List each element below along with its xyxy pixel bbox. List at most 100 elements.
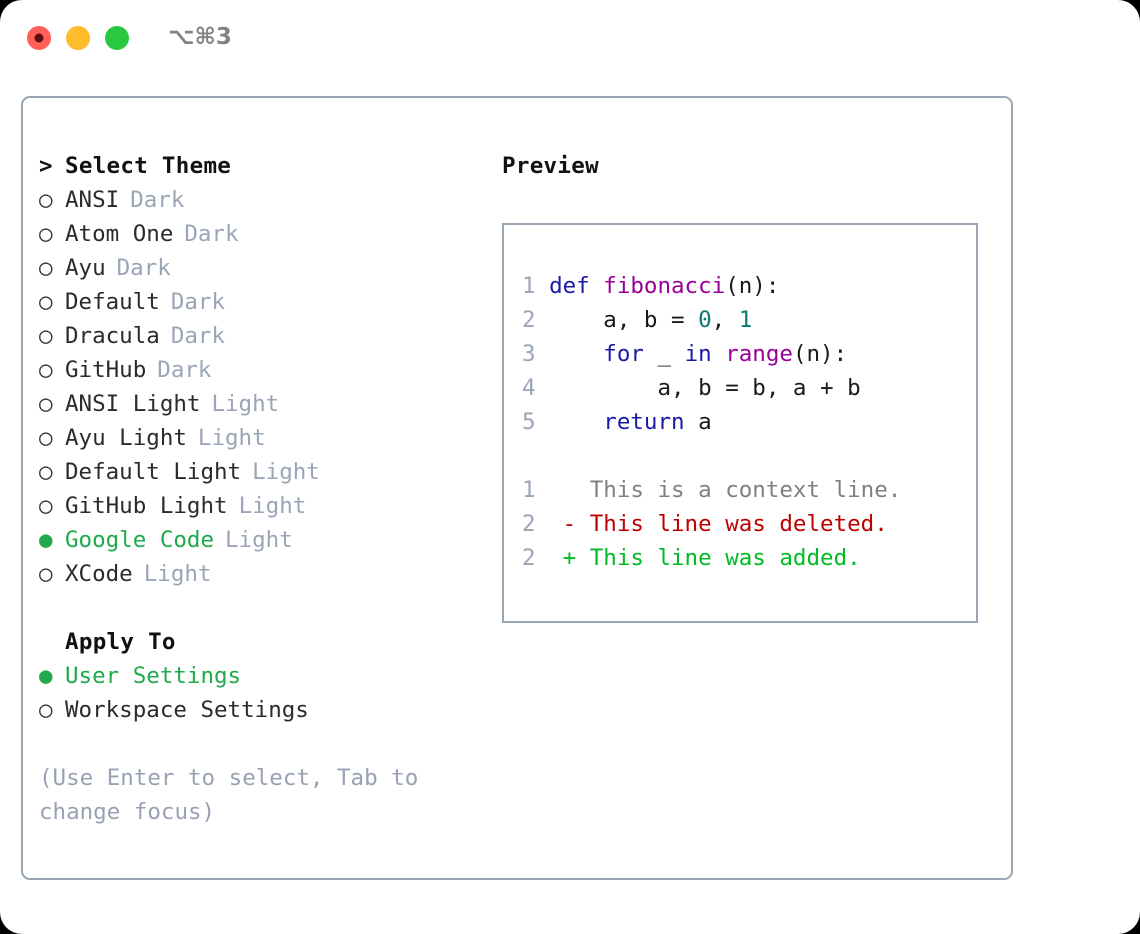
theme-list-item[interactable]: ○ GitHub Dark <box>39 353 491 387</box>
radio-selected-icon[interactable]: ● <box>39 527 53 553</box>
line-number: 4 <box>522 375 550 401</box>
theme-list-item[interactable]: ● Google Code Light <box>39 523 491 557</box>
theme-name: GitHub <box>65 357 147 383</box>
code-line: 3 for _ in range(n): <box>522 337 976 371</box>
theme-kind-label: Dark <box>116 255 171 281</box>
code-token: return <box>603 409 685 435</box>
theme-name: Atom One <box>65 221 174 247</box>
code-line: 2 a, b = 0, 1 <box>522 303 976 337</box>
line-number: 5 <box>522 409 550 435</box>
code-token: 0 <box>698 307 712 333</box>
apply-to-option[interactable]: ○ Workspace Settings <box>39 693 491 727</box>
theme-kind-label: Dark <box>130 187 185 213</box>
theme-list-item[interactable]: ○ Default Dark <box>39 285 491 319</box>
code-token <box>549 409 603 435</box>
radio-unselected-icon[interactable]: ○ <box>39 493 53 519</box>
apply-to-option[interactable]: ● User Settings <box>39 659 491 693</box>
theme-kind-label: Dark <box>157 357 212 383</box>
code-token <box>712 341 726 367</box>
line-number: 2 <box>522 545 563 571</box>
window-titlebar: ⌥⌘3 <box>0 0 1140 78</box>
theme-kind-label: Dark <box>170 323 226 349</box>
preview-gap <box>522 439 976 473</box>
apply-to-option-label: User Settings <box>65 663 242 689</box>
keyboard-hint-text: (Use Enter to select, Tab to change focu… <box>39 765 432 825</box>
theme-kind-label: Light <box>197 425 266 451</box>
theme-kind-label: Dark <box>170 289 226 315</box>
code-token: a, b = b, a + b <box>549 375 861 401</box>
select-theme-heading: >Select Theme <box>39 149 491 183</box>
theme-kind-label: Light <box>211 391 280 417</box>
radio-unselected-icon[interactable]: ○ <box>39 425 53 451</box>
radio-unselected-icon[interactable]: ○ <box>39 391 53 417</box>
theme-kind-label: Dark <box>184 221 239 247</box>
theme-list-item[interactable]: ○ Ayu Light Light <box>39 421 491 455</box>
radio-unselected-icon[interactable]: ○ <box>39 323 53 349</box>
apply-to-heading-label: Apply To <box>65 629 176 655</box>
line-number: 1 <box>522 273 550 299</box>
radio-unselected-icon[interactable]: ○ <box>39 459 53 485</box>
theme-kind-label: Light <box>225 527 293 553</box>
radio-unselected-icon[interactable]: ○ <box>39 289 53 315</box>
preview-title: Preview <box>502 153 599 179</box>
radio-unselected-icon[interactable]: ○ <box>39 561 53 587</box>
theme-list-item[interactable]: ○ Atom One Dark <box>39 217 491 251</box>
code-token: (n): <box>725 273 780 299</box>
theme-list-item[interactable]: ○ Default Light Light <box>39 455 491 489</box>
preview-column: Preview 1 def fibonacci(n):2 a, b = 0, 1… <box>502 149 992 623</box>
code-token: , <box>711 307 739 333</box>
minimize-button[interactable] <box>66 26 90 50</box>
theme-name: Google Code <box>65 527 215 553</box>
code-line: 5 return a <box>522 405 976 439</box>
theme-list-item[interactable]: ○ ANSI Light Light <box>39 387 491 421</box>
theme-name: ANSI Light <box>65 391 201 417</box>
traffic-light-group <box>27 26 129 50</box>
diff-text: + This line was added. <box>562 545 861 571</box>
maximize-button[interactable] <box>105 26 129 50</box>
theme-name: XCode <box>65 561 133 587</box>
code-line: 1 def fibonacci(n): <box>522 269 976 303</box>
radio-unselected-icon[interactable]: ○ <box>39 255 53 281</box>
theme-name: Ayu Light <box>65 425 187 451</box>
radio-unselected-icon[interactable]: ○ <box>39 221 53 247</box>
apply-to-marker-spacer <box>39 625 65 659</box>
diff-line: 2 + This line was added. <box>522 541 976 575</box>
apply-to-option-label: Workspace Settings <box>65 697 309 723</box>
code-token: 1 <box>738 307 753 333</box>
theme-list-item[interactable]: ○ Dracula Dark <box>39 319 491 353</box>
keyboard-shortcut-label: ⌥⌘3 <box>168 24 232 50</box>
theme-name: Default <box>65 289 160 315</box>
theme-kind-label: Light <box>252 459 320 485</box>
close-button[interactable] <box>27 26 51 50</box>
code-token: _ <box>643 341 685 367</box>
apply-to-heading: Apply To <box>39 625 491 659</box>
code-token: def <box>549 273 604 299</box>
diff-text: - This line was deleted. <box>562 511 888 537</box>
code-token: range <box>725 341 793 367</box>
code-token: for <box>603 341 644 367</box>
radio-unselected-icon[interactable]: ○ <box>39 187 53 213</box>
line-number: 1 <box>522 477 563 503</box>
code-token: (n): <box>792 341 848 367</box>
code-token: in <box>684 341 712 367</box>
diff-text: This is a context line. <box>562 477 902 503</box>
apply-to-list: ● User Settings ○ Workspace Settings <box>39 659 491 727</box>
caret-icon: > <box>39 153 53 179</box>
radio-selected-icon[interactable]: ● <box>39 663 53 689</box>
radio-unselected-icon[interactable]: ○ <box>39 697 53 723</box>
list-spacer <box>39 591 491 625</box>
line-number: 3 <box>522 341 550 367</box>
diff-line: 2 - This line was deleted. <box>522 507 976 541</box>
radio-unselected-icon[interactable]: ○ <box>39 357 53 383</box>
theme-name: Dracula <box>65 323 160 349</box>
line-number: 2 <box>522 511 563 537</box>
theme-name: Default Light <box>65 459 242 485</box>
